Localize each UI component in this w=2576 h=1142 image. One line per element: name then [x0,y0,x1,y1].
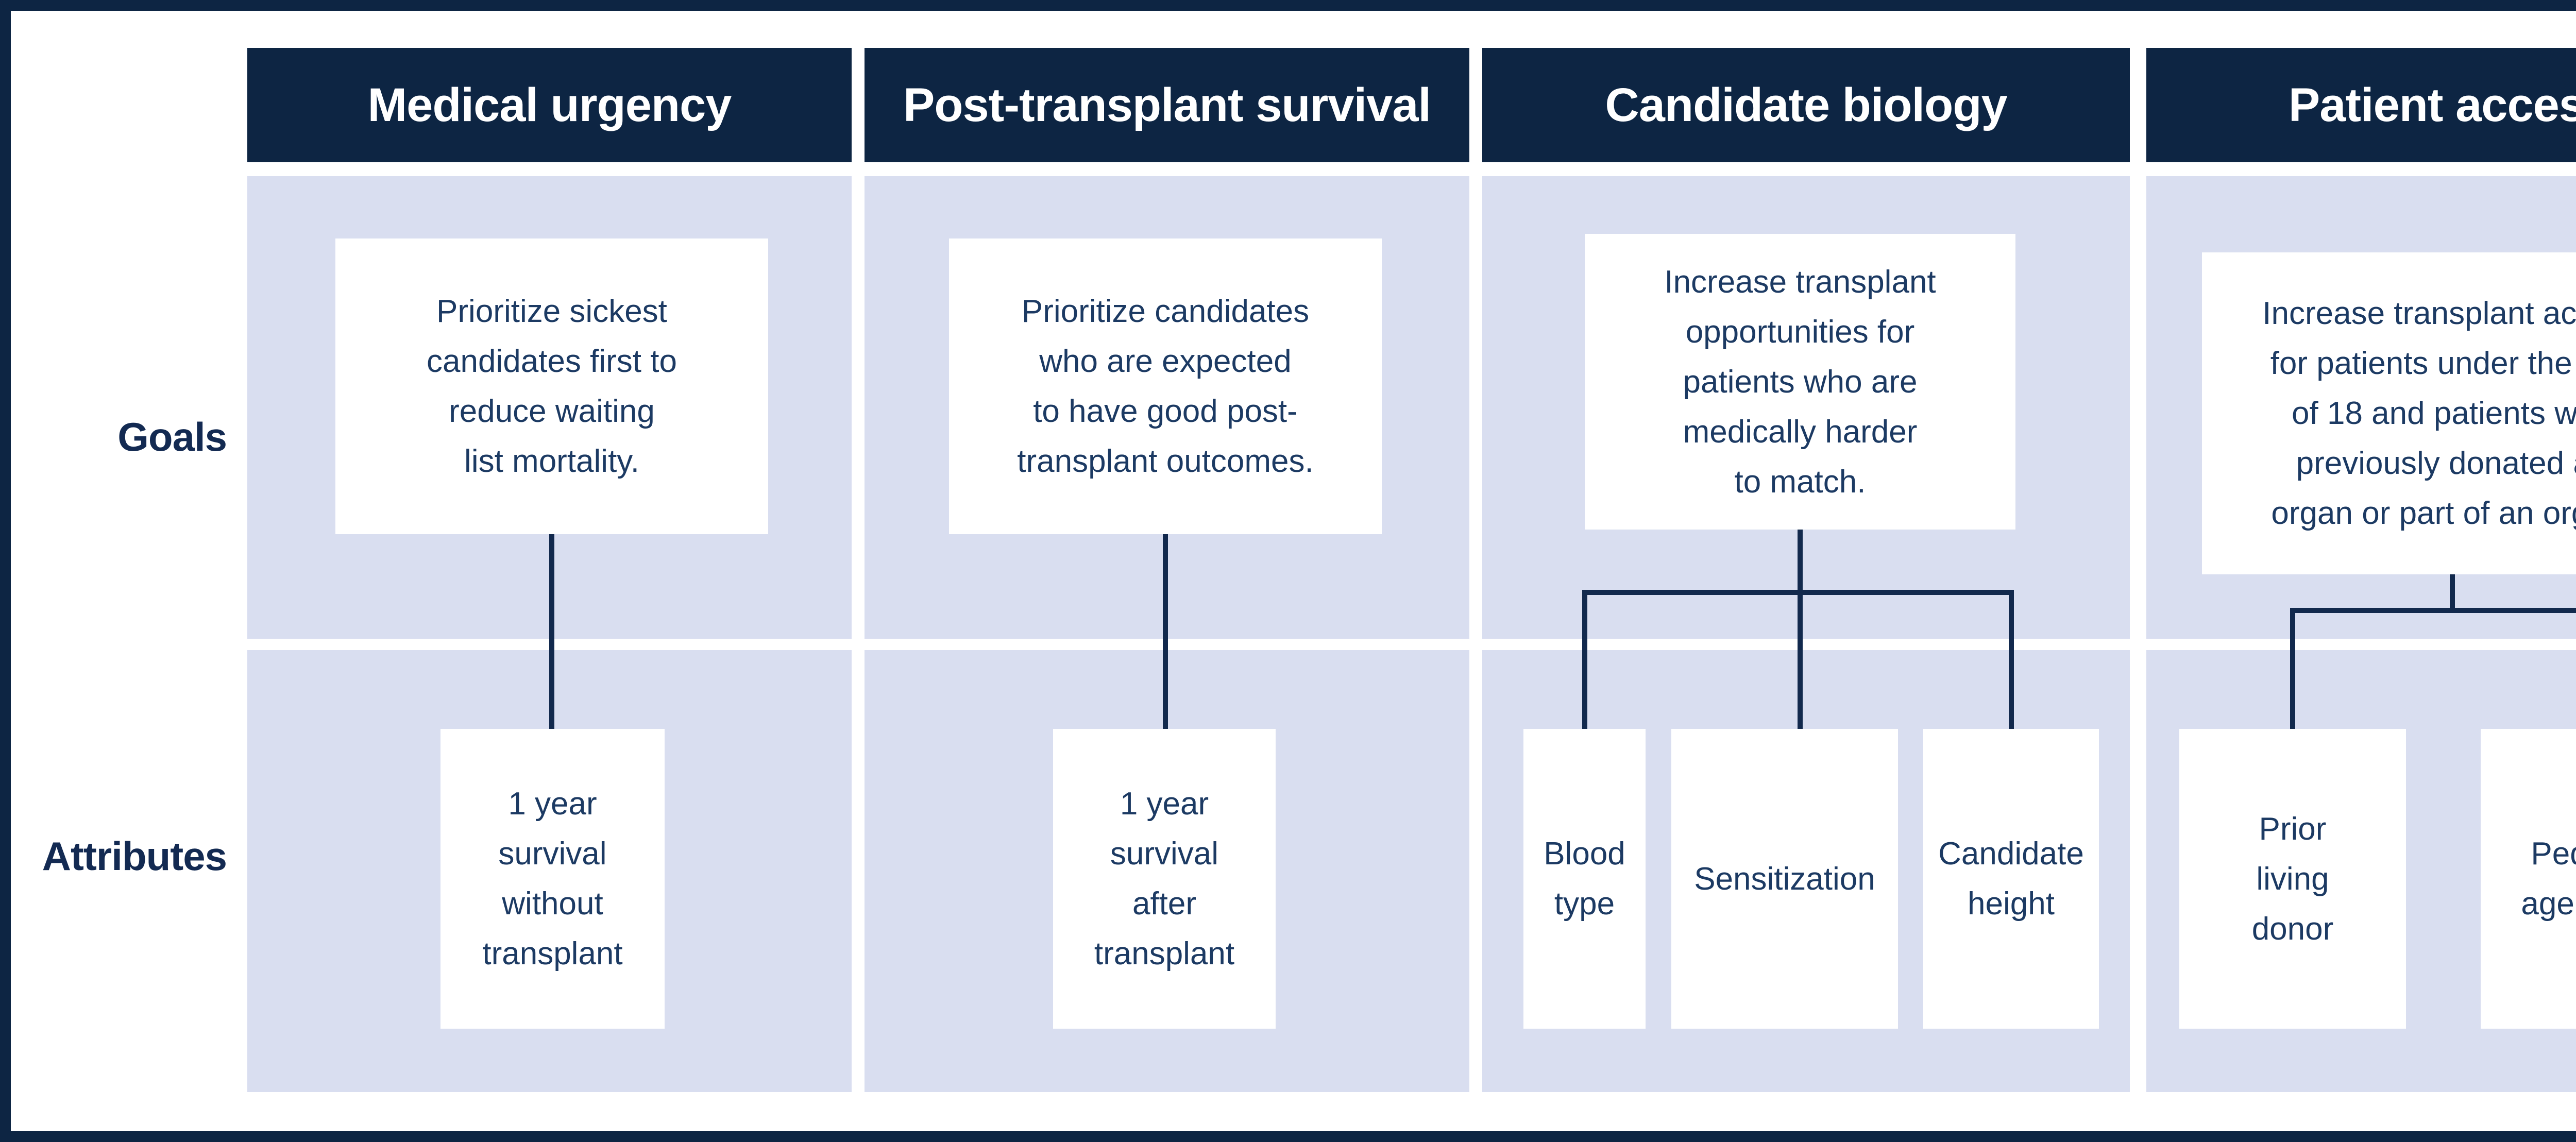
column-header-patient-access: Patient access [2146,48,2576,162]
connector-stem-candidate-biology [1798,530,1803,729]
connector-drop-blood-type [1582,590,1587,729]
attribute-box-sensitization: Sensitization [1671,729,1898,1029]
goal-box-candidate-biology: Increase transplant opportunities for pa… [1585,234,2015,530]
row-label-attributes: Attributes [42,833,227,879]
goal-box-post-transplant-survival: Prioritize candidates who are expected t… [949,238,1382,534]
goal-box-patient-access: Increase transplant access for patients … [2202,252,2576,574]
connector-branch-patient-access [2290,608,2576,613]
connector-drop-prior-living-donor [2290,608,2295,729]
attribute-box-candidate-height: Candidate height [1923,729,2099,1029]
row-label-goals: Goals [117,414,227,459]
attribute-box-prior-living-donor: Prior living donor [2179,729,2406,1029]
connector-stem-patient-access [2450,574,2455,613]
connector-stem-medical-urgency [549,534,554,729]
attribute-box-blood-type: Blood type [1523,729,1646,1029]
attribute-box-1-year-survival-without-transplant: 1 year survival without transplant [440,729,665,1029]
border-left [0,0,11,1142]
connector-drop-candidate-height [2009,590,2014,729]
border-top [0,0,2576,11]
attribute-box-1-year-survival-after-transplant: 1 year survival after transplant [1053,729,1276,1029]
border-bottom [0,1131,2576,1142]
column-header-medical-urgency: Medical urgency [247,48,852,162]
attribute-box-pediatric-age-group: Pediatric age group [2481,729,2576,1029]
connector-branch-candidate-biology [1582,590,2014,595]
column-header-post-transplant-survival: Post-transplant survival [865,48,1469,162]
connector-stem-post-transplant-survival [1163,534,1168,729]
column-header-candidate-biology: Candidate biology [1482,48,2130,162]
goal-box-medical-urgency: Prioritize sickest candidates first to r… [335,238,768,534]
